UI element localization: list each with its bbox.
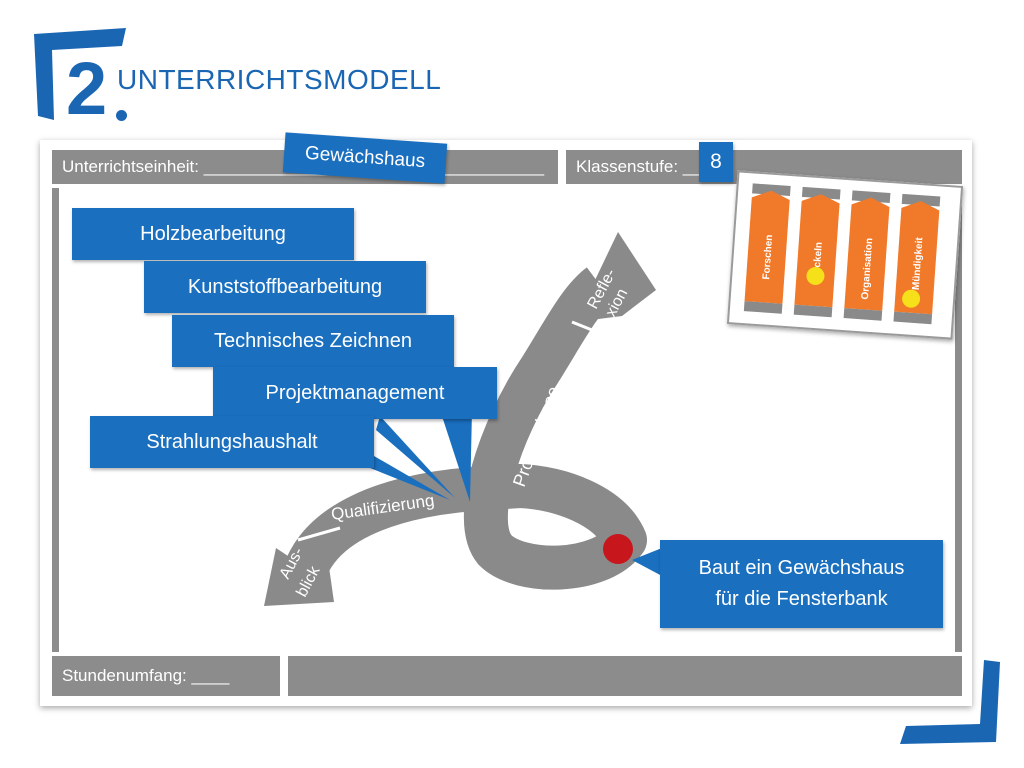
section-number: 2 xyxy=(66,47,107,130)
pillar: wickeln xyxy=(793,186,841,318)
segment-divider xyxy=(571,320,623,344)
pillar-label: Forschen xyxy=(761,234,775,280)
topic-box: Technisches Zeichnen xyxy=(172,315,454,367)
pillar-label: Mündigkeit xyxy=(911,236,926,290)
reflexion-arrow-head xyxy=(575,232,656,322)
hours-field: Stundenumfang: ____ xyxy=(52,656,280,696)
ausblick-arrow-head xyxy=(264,532,334,606)
pillars-graphic: Forschen wickeln Organisation Mündigkeit xyxy=(743,183,941,325)
hours-label: Stundenumfang: ____ xyxy=(62,666,230,685)
corner-bracket-bottom-right xyxy=(900,660,1000,744)
topic-box: Kunststoffbearbeitung xyxy=(144,261,426,313)
segment-divider xyxy=(297,526,341,542)
corner-bracket-top-left xyxy=(34,28,126,120)
goal-line-1: Baut ein Gewächshaus xyxy=(698,557,905,579)
section-number-dot xyxy=(116,110,127,121)
pillar: Forschen xyxy=(743,183,791,314)
goal-pointer xyxy=(632,548,662,576)
topic-box: Projektmanagement xyxy=(213,367,497,419)
goal-marker xyxy=(603,534,633,564)
pillar: Mündigkeit xyxy=(893,193,941,325)
topic-box: Strahlungshaushalt xyxy=(90,416,374,468)
pillar: Organisation xyxy=(843,190,891,321)
pillar-marker xyxy=(806,266,825,285)
topic-pointer xyxy=(376,416,455,498)
topic-pointer xyxy=(350,456,450,500)
footer-bar xyxy=(288,656,962,696)
goal-line-2: für die Fensterbank xyxy=(715,588,888,610)
pillar-marker xyxy=(902,289,921,308)
pillars-thumbnail: Forschen wickeln Organisation Mündigkeit xyxy=(726,170,964,340)
pillar-label: Organisation xyxy=(860,238,875,300)
grade-label: Klassenstufe: __ xyxy=(576,157,702,176)
board-frame xyxy=(52,188,962,652)
grade-value-tag: 8 xyxy=(699,142,733,182)
goal-callout: Baut ein Gewächshaus für die Fensterbank xyxy=(660,540,943,628)
topic-pointer xyxy=(440,410,472,502)
topic-box: Holzbearbeitung xyxy=(72,208,354,260)
path-band xyxy=(278,267,647,602)
page-title: UNTERRICHTSMODELL xyxy=(117,64,442,95)
